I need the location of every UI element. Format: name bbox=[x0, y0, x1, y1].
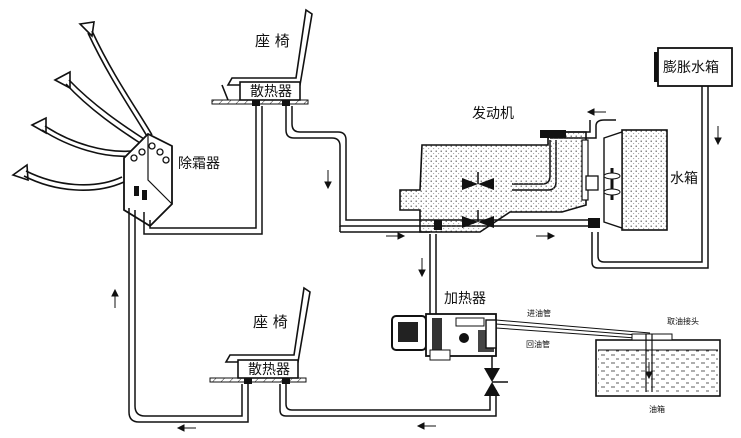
arrow-left-top bbox=[586, 108, 606, 116]
engine-valves bbox=[434, 172, 494, 230]
arrow-right-main-2 bbox=[536, 232, 556, 240]
heater-label: 加热器 bbox=[444, 291, 486, 307]
fuel-tank-label: 油箱 bbox=[649, 404, 665, 414]
radiator-top-label: 散热器 bbox=[250, 84, 292, 100]
defroster-unit bbox=[123, 132, 173, 228]
water-tank bbox=[585, 129, 668, 231]
nozzle-4 bbox=[11, 163, 125, 191]
arrow-down-right bbox=[714, 126, 722, 146]
radiator-bottom bbox=[209, 359, 307, 384]
heater-valve bbox=[484, 356, 508, 396]
defroster-label: 除霜器 bbox=[178, 156, 220, 172]
fuel-in-pipe-label: 进油管 bbox=[527, 308, 551, 318]
arrow-down-fuel bbox=[645, 362, 653, 380]
arrow-right-main bbox=[386, 232, 406, 240]
arrow-left-bottom-2 bbox=[176, 424, 196, 432]
flow-arrows bbox=[111, 108, 722, 432]
water-tank-label: 水箱 bbox=[670, 171, 698, 187]
arrow-down-mid bbox=[324, 170, 332, 190]
nozzle-3 bbox=[30, 116, 132, 158]
nozzle-2 bbox=[53, 70, 145, 144]
seat-top-label: 座 椅 bbox=[255, 32, 290, 50]
defroster-nozzles bbox=[11, 21, 153, 191]
arrow-left-bottom bbox=[416, 422, 436, 430]
fuel-return-pipe-label: 回油管 bbox=[526, 339, 550, 349]
heater-unit bbox=[391, 313, 497, 361]
nozzle-1 bbox=[78, 21, 153, 139]
radiator-bottom-label: 散热器 bbox=[248, 362, 290, 378]
arrow-down-heater bbox=[418, 258, 426, 278]
expansion-tank bbox=[654, 47, 733, 87]
fuel-lines bbox=[495, 319, 651, 340]
engine-label: 发动机 bbox=[472, 106, 514, 122]
fuel-tank bbox=[595, 333, 721, 397]
fuel-connector-label: 取油接头 bbox=[667, 316, 699, 326]
expansion-tank-label: 膨胀水箱 bbox=[663, 59, 719, 76]
radiator-top bbox=[211, 81, 309, 106]
arrow-up-left bbox=[111, 288, 119, 308]
seat-bottom-label: 座 椅 bbox=[253, 313, 288, 331]
